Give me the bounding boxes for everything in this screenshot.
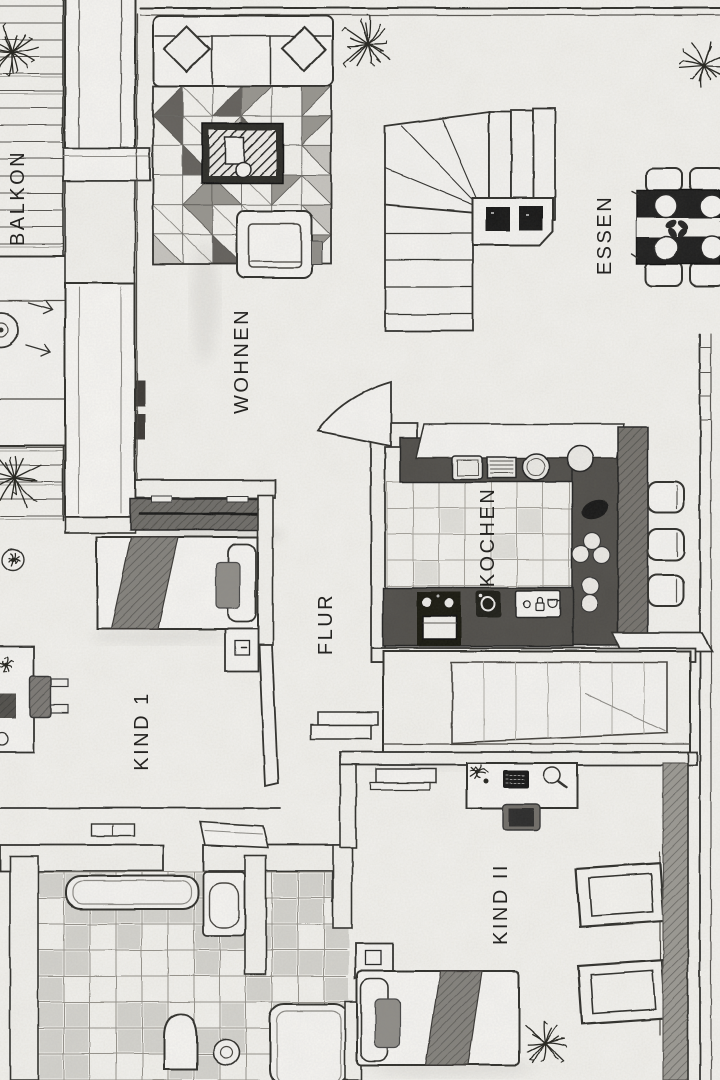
floor-plan-svg: BALKON WOHNEN ESSEN KOCHEN FLUR KIND 1 K… [0, 0, 720, 1080]
paper-grain-texture [0, 0, 720, 1080]
floor-plan-sketch: BALKON WOHNEN ESSEN KOCHEN FLUR KIND 1 K… [0, 0, 720, 1080]
